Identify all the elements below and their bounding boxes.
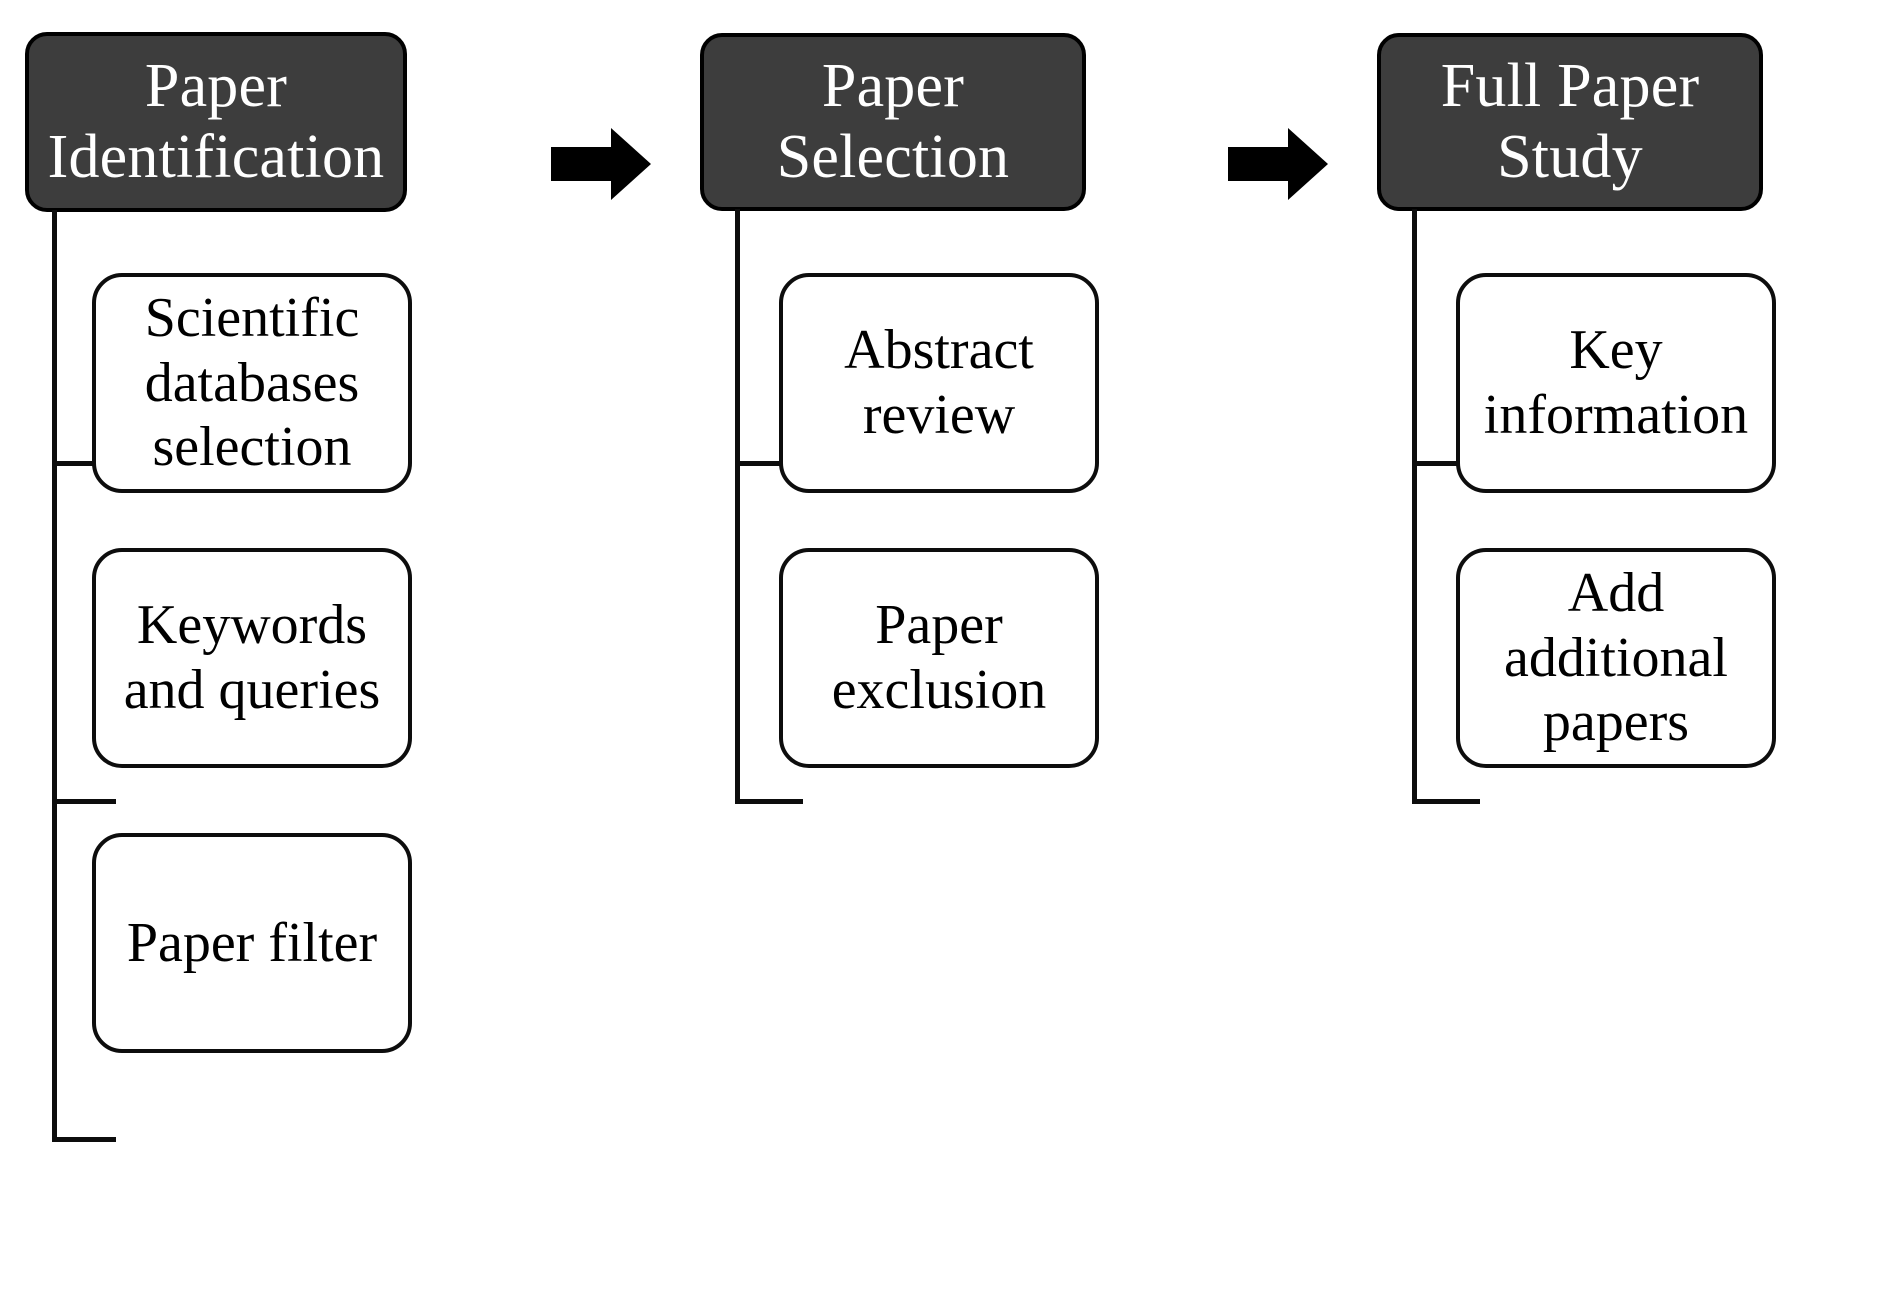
connector-branch-abstract-review <box>735 461 803 466</box>
connector-branch-add-additional-papers <box>1412 799 1480 804</box>
connector-trunk-study <box>1412 209 1417 804</box>
connector-branch-scientific-databases-selection <box>52 461 116 466</box>
right-arrow-icon <box>1228 128 1328 200</box>
connector-branch-paper-filter <box>52 1137 116 1142</box>
stage-box-paper-selection[interactable]: Paper Selection <box>700 33 1086 211</box>
step-box-paper-filter[interactable]: Paper filter <box>92 833 412 1053</box>
arrow-identification-to-selection <box>551 128 651 200</box>
connector-branch-paper-exclusion <box>735 799 803 804</box>
arrow-selection-to-study <box>1228 128 1328 200</box>
stage-box-full-paper-study[interactable]: Full Paper Study <box>1377 33 1763 211</box>
stage-box-paper-identification[interactable]: Paper Identification <box>25 32 407 212</box>
step-box-add-additional-papers[interactable]: Add additional papers <box>1456 548 1776 768</box>
step-box-keywords-and-queries[interactable]: Keywords and queries <box>92 548 412 768</box>
connector-trunk-identification <box>52 210 57 1142</box>
step-box-paper-exclusion[interactable]: Paper exclusion <box>779 548 1099 768</box>
connector-trunk-selection <box>735 209 740 804</box>
connector-branch-key-information <box>1412 461 1480 466</box>
right-arrow-icon <box>551 128 651 200</box>
step-box-key-information[interactable]: Key information <box>1456 273 1776 493</box>
step-box-abstract-review[interactable]: Abstract review <box>779 273 1099 493</box>
connector-branch-keywords-and-queries <box>52 799 116 804</box>
step-box-scientific-databases-selection[interactable]: Scientific databases selection <box>92 273 412 493</box>
